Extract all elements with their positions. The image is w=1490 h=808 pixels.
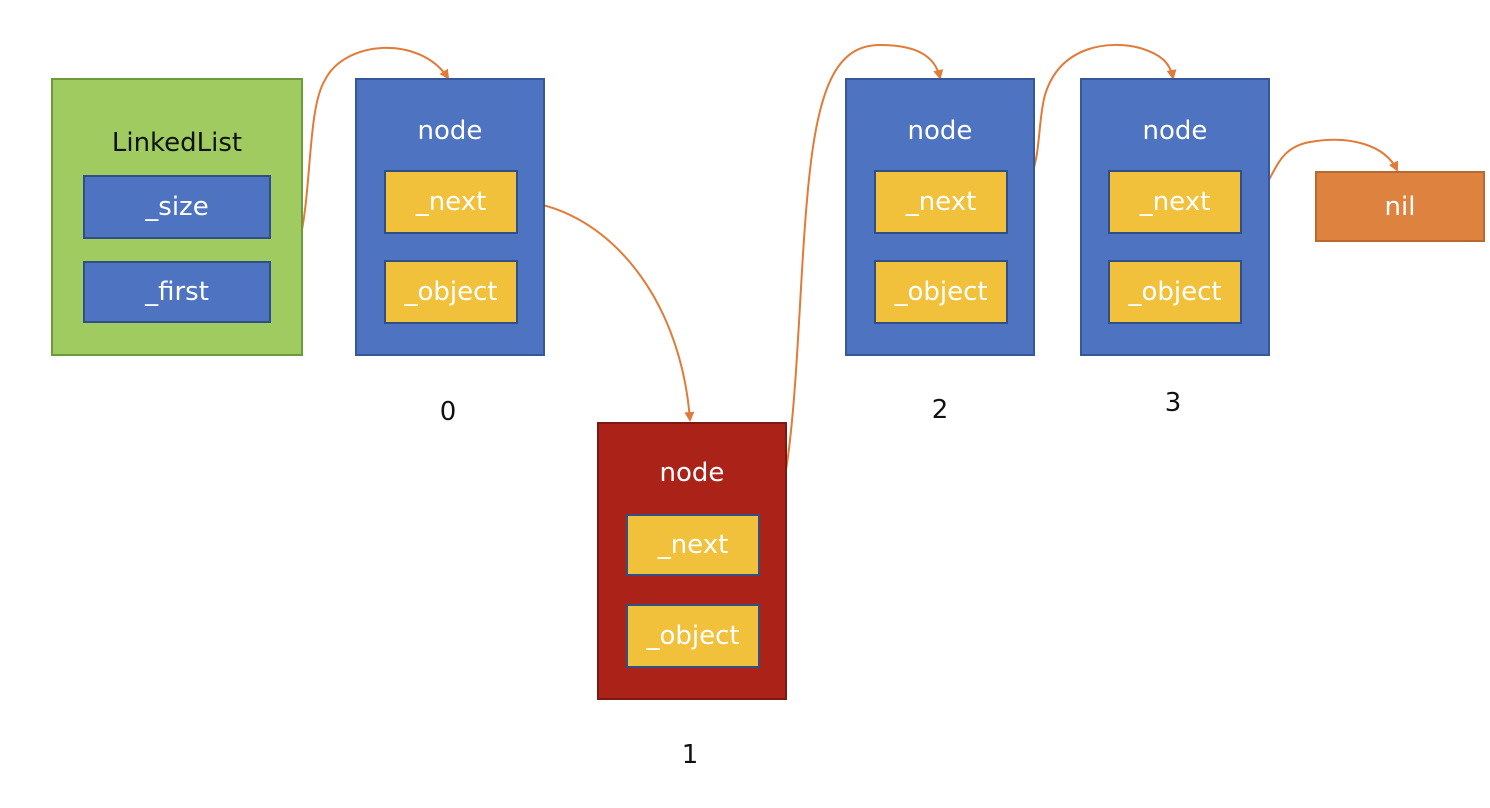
- first-field: _first: [83, 261, 271, 323]
- node-index-label: 1: [681, 740, 699, 770]
- object-field: _object: [384, 260, 518, 324]
- linkedlist-title: LinkedList: [111, 128, 243, 158]
- node-2: node _next _object: [845, 78, 1035, 356]
- node-title: node: [417, 116, 483, 146]
- node-1: node _next _object: [597, 422, 787, 700]
- node-index-label: 3: [1164, 388, 1182, 418]
- size-field: _size: [83, 175, 271, 239]
- next-field: _next: [626, 514, 760, 576]
- object-field: _object: [1108, 260, 1242, 324]
- nil-box: nil: [1315, 171, 1485, 242]
- node-0: node _next _object: [355, 78, 545, 356]
- node-title: node: [1142, 116, 1208, 146]
- arrow-node1-to-node2: [757, 43, 944, 543]
- node-3: node _next _object: [1080, 78, 1270, 356]
- node-title: node: [659, 458, 725, 488]
- object-field: _object: [874, 260, 1008, 324]
- node-index-label: 2: [931, 395, 949, 425]
- arrow-node0-to-node1: [515, 200, 695, 422]
- next-field: _next: [384, 170, 518, 234]
- linkedlist-container: LinkedList _size _first: [51, 78, 303, 356]
- node-index-label: 0: [439, 397, 457, 427]
- next-field: _next: [874, 170, 1008, 234]
- node-title: node: [907, 116, 973, 146]
- next-field: _next: [1108, 170, 1242, 234]
- object-field: _object: [626, 604, 760, 668]
